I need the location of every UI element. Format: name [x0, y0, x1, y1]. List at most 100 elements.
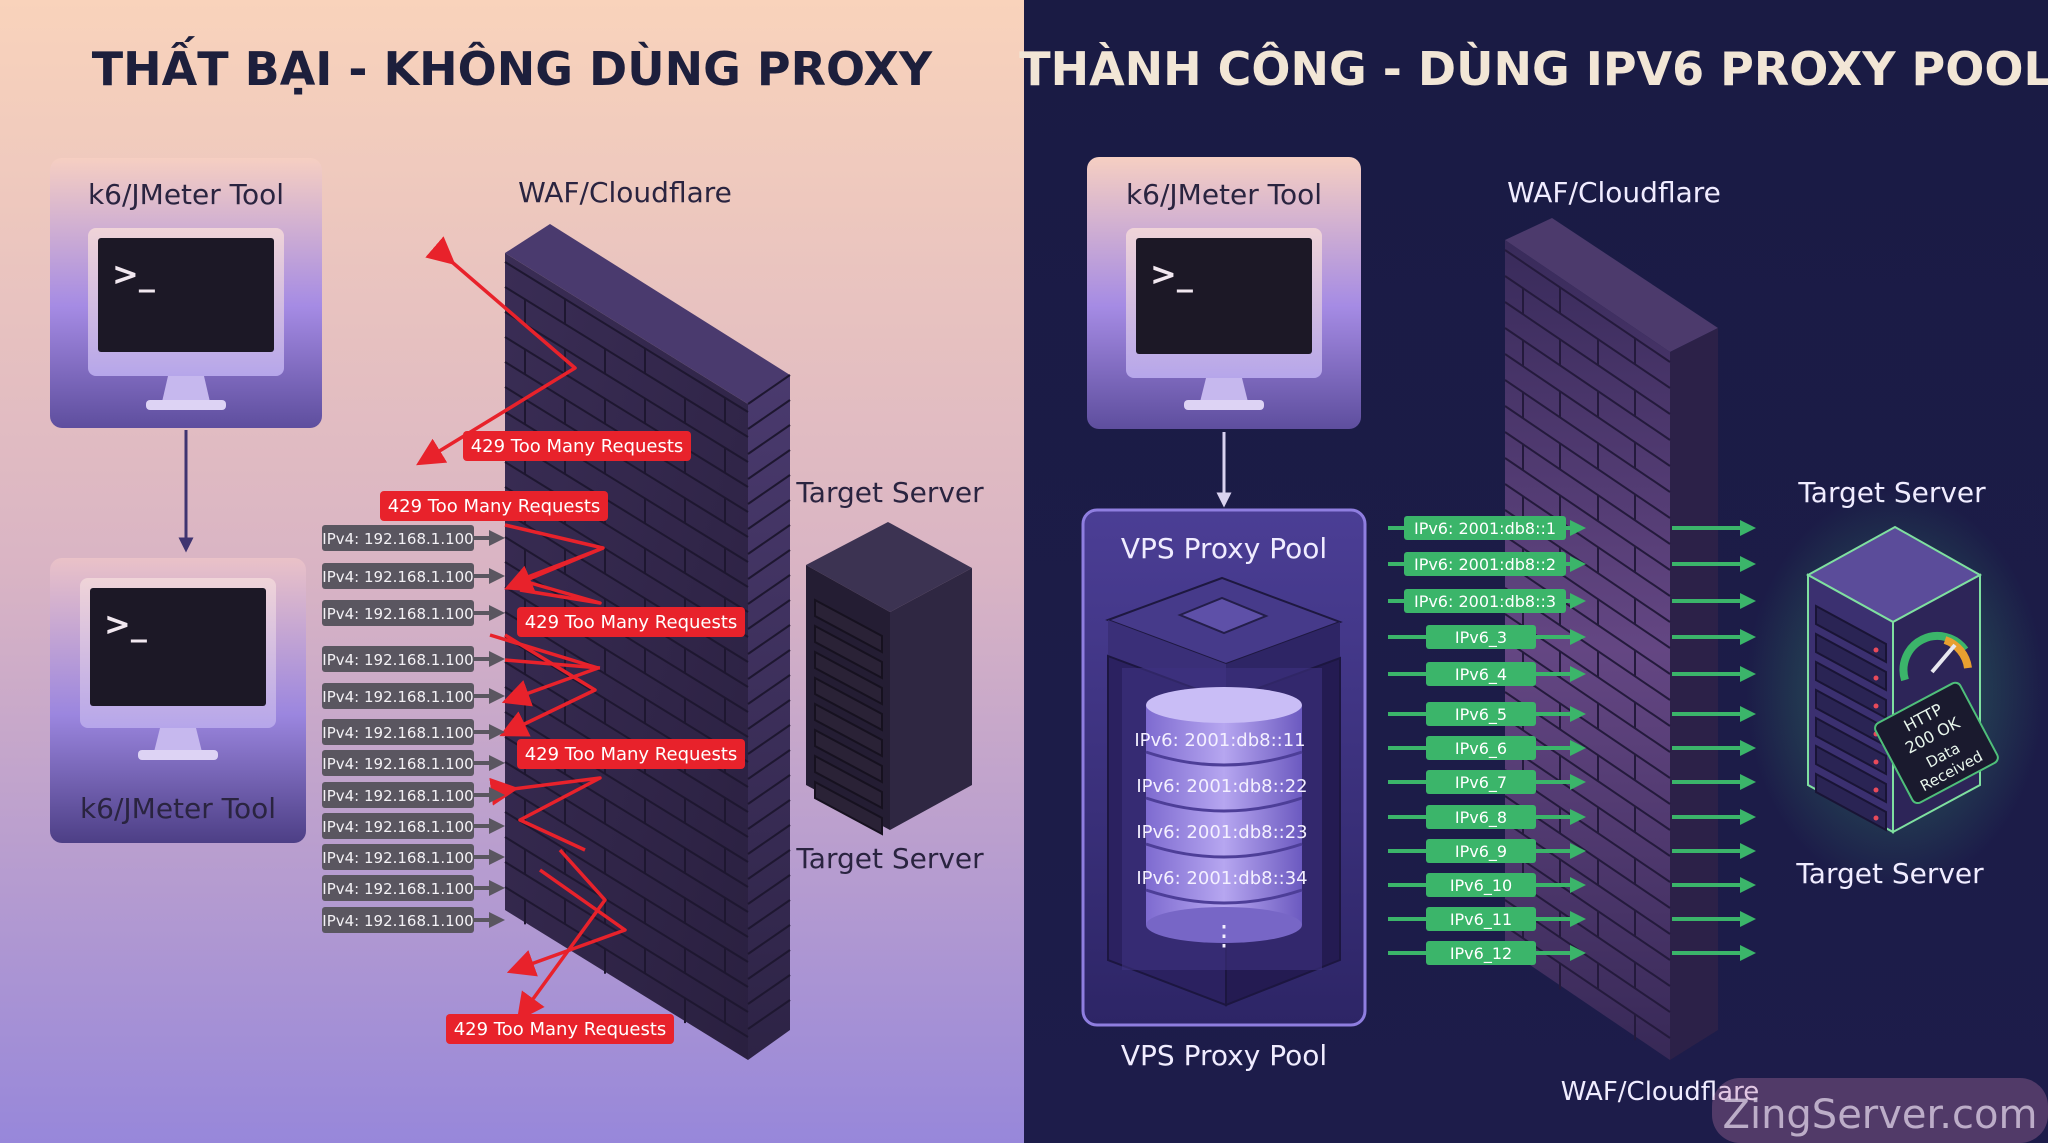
ip-request-label: IPv4: 192.168.1.100 — [322, 787, 473, 805]
ip-request-label: IPv6_5 — [1455, 705, 1507, 725]
left-server-label-bottom: Target Server — [795, 842, 984, 875]
pool-entry: IPv6: 2001:db8::34 — [1136, 868, 1307, 889]
ip-request-label: IPv6_6 — [1455, 739, 1507, 759]
error-badge: 429 Too Many Requests — [517, 607, 745, 637]
error-badge: 429 Too Many Requests — [446, 1014, 674, 1044]
rejected-bounce-lines — [416, 236, 627, 1022]
ip-request-row: IPv4: 192.168.1.100 — [322, 750, 505, 776]
vps-proxy-pool: VPS Proxy Pool IPv6: 2001:db8::11 IPv6: … — [1081, 508, 1367, 1027]
pool-label-bottom: VPS Proxy Pool — [1121, 1039, 1327, 1072]
gauge-icon — [1899, 632, 1972, 682]
terminal-prompt-glyph: >_ — [112, 255, 155, 293]
ip-request-label: IPv6_3 — [1455, 628, 1507, 648]
ip-request-label: IPv6: 2001:db8::3 — [1414, 592, 1556, 611]
error-label: 429 Too Many Requests — [525, 744, 738, 765]
terminal-prompt-glyph: >_ — [104, 605, 147, 643]
pool-entry: IPv6: 2001:db8::22 — [1136, 776, 1307, 797]
ip-request-label: IPv4: 192.168.1.100 — [322, 688, 473, 706]
left-error-label-list: 429 Too Many Requests 429 Too Many Reques… — [380, 431, 745, 1044]
terminal-prompt-glyph: >_ — [1150, 255, 1193, 293]
ip-request-row: IPv6_5 — [1388, 702, 1586, 726]
ip-request-label: IPv6_7 — [1455, 773, 1507, 793]
bounce-line — [516, 848, 607, 1022]
right-panel-title: THÀNH CÔNG - DÙNG IPV6 PROXY POOL — [1019, 42, 2048, 96]
right-waf-brick-wall — [1504, 218, 1718, 1060]
ip-request-label: IPv4: 192.168.1.100 — [322, 880, 473, 898]
ip-request-row: IPv6_3 — [1388, 625, 1586, 649]
right-tool-card: k6/JMeter Tool >_ — [1087, 157, 1361, 429]
bounce-line — [504, 546, 604, 592]
passed-request-arrows — [1672, 520, 1756, 961]
left-server-label-top: Target Server — [795, 476, 984, 509]
right-server-label-bottom: Target Server — [1795, 857, 1984, 890]
right-waf-label: WAF/Cloudflare — [1507, 176, 1721, 209]
left-waf-brick-wall — [504, 224, 791, 1060]
ip-request-label: IPv6_11 — [1450, 910, 1512, 930]
ip-request-row: IPv4: 192.168.1.100 — [322, 875, 505, 901]
ip-request-label: IPv4: 192.168.1.100 — [322, 568, 473, 586]
bounce-line — [499, 633, 597, 737]
ip-request-row: IPv6_12 — [1388, 941, 1586, 965]
ip-request-row: IPv6_11 — [1388, 907, 1586, 931]
ip-request-label: IPv6_8 — [1455, 808, 1507, 828]
ip-request-row: IPv6_9 — [1388, 839, 1586, 863]
pool-label-top: VPS Proxy Pool — [1121, 532, 1327, 565]
ip-request-label: IPv4: 192.168.1.100 — [322, 849, 473, 867]
ip-request-row: IPv4: 192.168.1.100 — [322, 813, 505, 839]
ip-request-row: IPv4: 192.168.1.100 — [322, 563, 505, 589]
left-tool-top-label: k6/JMeter Tool — [88, 178, 284, 211]
pool-entry: IPv6: 2001:db8::23 — [1136, 822, 1307, 843]
ip-request-label: IPv6_12 — [1450, 944, 1512, 964]
ip-request-row: IPv6: 2001:db8::3 — [1388, 589, 1586, 613]
ip-request-row: IPv4: 192.168.1.100 — [322, 600, 505, 626]
error-badge: 429 Too Many Requests — [463, 431, 691, 461]
ip-request-row: IPv6: 2001:db8::1 — [1388, 516, 1586, 540]
bounce-line — [506, 868, 627, 977]
pool-entry: IPv6: 2001:db8::11 — [1134, 730, 1305, 751]
bounce-line — [519, 578, 602, 605]
ip-request-row: IPv4: 192.168.1.100 — [322, 719, 505, 745]
error-label: 429 Too Many Requests — [471, 436, 684, 457]
ip-request-label: IPv6: 2001:db8::1 — [1414, 519, 1556, 538]
ip-request-row: IPv6_10 — [1388, 873, 1586, 897]
error-label: 429 Too Many Requests — [525, 612, 738, 633]
bounce-line — [416, 236, 577, 466]
monitor-icon: >_ — [80, 578, 276, 760]
ip-request-label: IPv4: 192.168.1.100 — [322, 818, 473, 836]
bounce-line — [489, 776, 602, 852]
ip-request-label: IPv4: 192.168.1.100 — [322, 530, 473, 548]
ip-request-label: IPv6_9 — [1455, 842, 1507, 862]
monitor-icon: >_ — [88, 228, 284, 410]
ip-request-row: IPv4: 192.168.1.100 — [322, 525, 505, 551]
ip-request-row: IPv4: 192.168.1.100 — [322, 683, 505, 709]
ip-request-label: IPv6_4 — [1455, 665, 1507, 685]
error-badge: 429 Too Many Requests — [517, 739, 745, 769]
ip-request-row: IPv6_8 — [1388, 805, 1586, 829]
error-badge: 429 Too Many Requests — [380, 491, 608, 521]
ip-request-label: IPv6: 2001:db8::2 — [1414, 555, 1556, 574]
left-tool-card-bottom: >_ k6/JMeter Tool — [50, 558, 306, 843]
ip-request-row: IPv4: 192.168.1.100 — [322, 907, 505, 933]
ip-request-row: IPv6_6 — [1388, 736, 1586, 760]
ip-request-label: IPv4: 192.168.1.100 — [322, 912, 473, 930]
error-label: 429 Too Many Requests — [388, 496, 601, 517]
left-panel-title: THẤT BẠI - KHÔNG DÙNG PROXY — [92, 36, 933, 96]
left-tool-card-top: k6/JMeter Tool >_ — [50, 158, 322, 428]
ip-request-label: IPv4: 192.168.1.100 — [322, 651, 473, 669]
pool-ellipsis: ⋮ — [1210, 919, 1238, 952]
ip-request-label: IPv4: 192.168.1.100 — [322, 755, 473, 773]
ip-request-row: IPv4: 192.168.1.100 — [322, 782, 505, 808]
ip-request-row: IPv6_7 — [1388, 770, 1586, 794]
left-target-server — [806, 522, 972, 836]
ip-request-row: IPv6: 2001:db8::2 — [1388, 552, 1586, 576]
right-tool-label: k6/JMeter Tool — [1126, 178, 1322, 211]
ip-request-label: IPv6_10 — [1450, 876, 1512, 896]
right-target-server: HTTP 200 OK Data Received — [1745, 490, 2045, 890]
error-label: 429 Too Many Requests — [454, 1019, 667, 1040]
left-tool-bottom-label: k6/JMeter Tool — [80, 792, 276, 825]
ip-request-row: IPv4: 192.168.1.100 — [322, 646, 505, 672]
